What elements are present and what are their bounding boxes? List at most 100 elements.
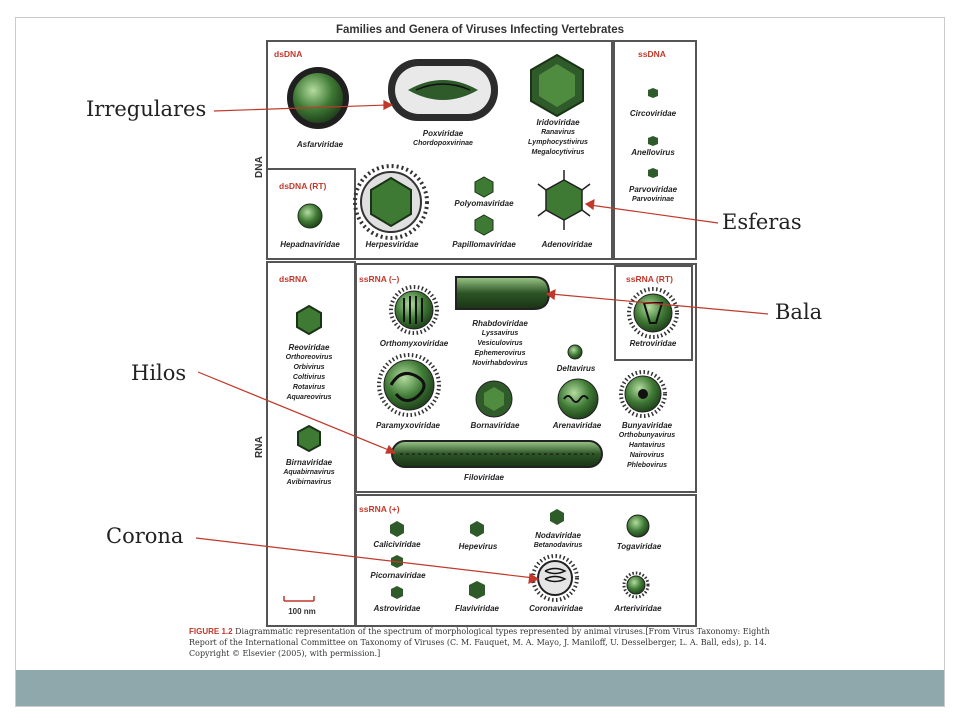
- bornaviridae-icon: [475, 380, 513, 418]
- label-poxviridae: Poxviridae: [422, 129, 464, 138]
- callout-corona: Corona: [106, 524, 184, 548]
- rhabdoviridae-icon: [455, 276, 551, 310]
- label-anellovirus: Anellovirus: [631, 148, 675, 157]
- label-bornaviridae: Bornaviridae: [470, 421, 520, 430]
- circoviridae-icon: [648, 88, 658, 98]
- label-hepadnaviridae: Hepadnaviridae: [280, 240, 340, 249]
- label-rhabdoviridae: Rhabdoviridae: [472, 319, 528, 328]
- arteriviridae-icon: [622, 571, 650, 599]
- panel-ssdna: [613, 40, 697, 260]
- label-nodaviridae-sub: Betanodavirus: [533, 542, 583, 549]
- label-rhabdoviridae-sub-3: Novirhabdovirus: [472, 360, 528, 367]
- label-parvoviridae-sub: Parvovirinae: [631, 196, 675, 203]
- retroviridae-icon: [627, 287, 679, 339]
- label-coronaviridae: Coronaviridae: [529, 604, 583, 613]
- astroviridae-icon: [391, 586, 403, 599]
- slide: Families and Genera of Viruses Infecting…: [15, 17, 945, 707]
- arenaviridae-icon: [557, 378, 599, 420]
- panel-label-ssrna-plus: ssRNA (+): [359, 504, 400, 514]
- label-astroviridae: Astroviridae: [373, 604, 421, 613]
- label-deltavirus: Deltavirus: [556, 364, 596, 373]
- label-asfarviridae: Asfarviridae: [296, 140, 344, 149]
- footer-bar: [16, 670, 944, 706]
- label-arteriviridae: Arteriviridae: [614, 604, 662, 613]
- panel-label-dsdna: dsDNA: [274, 49, 303, 59]
- callout-irregulares: Irregulares: [86, 97, 207, 121]
- label-parvoviridae: Parvoviridae: [628, 185, 678, 194]
- arrow-bala: [550, 293, 769, 315]
- reoviridae-icon: [296, 304, 322, 336]
- togaviridae-icon: [626, 514, 650, 538]
- label-birnaviridae-sub-0: Aquabirnavirus: [283, 469, 335, 476]
- arrow-corona: [195, 537, 535, 579]
- label-birnaviridae-sub-1: Avibirnavirus: [286, 479, 332, 486]
- panel-label-ssrna-rt: ssRNA (RT): [626, 274, 673, 284]
- label-poxviridae-sub: Chordopoxvirinae: [413, 140, 473, 147]
- label-flaviviridae: Flaviviridae: [454, 604, 500, 613]
- papillomaviridae-icon: [474, 214, 494, 236]
- hepevirus-icon: [470, 521, 484, 537]
- panel-label-dsdna-rt: dsDNA (RT): [279, 181, 327, 191]
- herpesviridae-icon: [353, 164, 429, 240]
- polyomaviridae-icon: [474, 176, 494, 198]
- label-rhabdoviridae-sub-2: Ephemerovirus: [474, 350, 526, 357]
- label-iridoviridae-sub-2: Megalocytivirus: [531, 149, 585, 156]
- orthomyxoviridae-icon: [389, 285, 439, 335]
- label-birnaviridae: Birnaviridae: [285, 458, 333, 467]
- scale-bar: [283, 596, 315, 602]
- label-iridoviridae-sub-0: Ranavirus: [541, 129, 575, 136]
- caliciviridae-icon: [390, 521, 404, 537]
- label-paramyxoviridae: Paramyxoviridae: [375, 421, 441, 430]
- label-adenoviridae: Adenoviridae: [541, 240, 593, 249]
- paramyxoviridae-icon: [377, 353, 441, 417]
- label-retroviridae: Retroviridae: [629, 339, 677, 348]
- label-bunyaviridae: Bunyaviridae: [621, 421, 673, 430]
- label-scale-bar: 100 nm: [288, 607, 316, 616]
- label-filoviridae: Filoviridae: [463, 473, 504, 482]
- label-hepevirus: Hepevirus: [458, 542, 498, 551]
- panel-label-dsrna: dsRNA: [279, 274, 308, 284]
- label-bunyaviridae-sub-1: Hantavirus: [628, 442, 666, 449]
- label-polyomaviridae: Polyomaviridae: [454, 199, 514, 208]
- poxviridae-icon: [388, 59, 498, 121]
- label-togaviridae: Togaviridae: [616, 542, 662, 551]
- label-papillomaviridae: Papillomaviridae: [452, 240, 516, 249]
- label-reoviridae-sub-0: Orthoreovirus: [285, 354, 333, 361]
- caption-text: Diagrammatic representation of the spect…: [189, 627, 770, 658]
- label-rhabdoviridae-sub-1: Vesiculovirus: [477, 340, 523, 347]
- callout-bala: Bala: [775, 300, 823, 324]
- label-reoviridae-sub-1: Orbivirus: [293, 364, 325, 371]
- anellovirus-icon: [648, 136, 658, 146]
- asfarviridae-icon: [287, 67, 349, 129]
- virus-drawings: [195, 53, 769, 602]
- deltavirus-icon: [567, 344, 583, 360]
- label-reoviridae-sub-4: Aquareovirus: [286, 394, 332, 401]
- figure-caption: FIGURE 1.2 Diagrammatic representation o…: [189, 626, 789, 659]
- flaviviridae-icon: [469, 581, 485, 599]
- parvoviridae-icon: [648, 168, 658, 178]
- label-orthomyxoviridae: Orthomyxoviridae: [379, 339, 449, 348]
- arrow-hilos: [197, 371, 392, 452]
- arrow-esferas: [589, 204, 719, 224]
- label-caliciviridae: Caliciviridae: [373, 540, 421, 549]
- panel-label-ssdna: ssDNA: [638, 49, 666, 59]
- caption-label: FIGURE 1.2: [189, 627, 233, 636]
- label-herpesviridae: Herpesviridae: [365, 240, 419, 249]
- filoviridae-icon: [391, 440, 603, 468]
- label-arenaviridae: Arenaviridae: [552, 421, 602, 430]
- figure-title: Families and Genera of Viruses Infecting…: [335, 24, 625, 36]
- bunyaviridae-icon: [619, 370, 667, 418]
- label-iridoviridae-sub-1: Lymphocystivirus: [528, 139, 588, 146]
- iridoviridae-icon: [530, 53, 584, 118]
- label-picornaviridae: Picornaviridae: [370, 571, 426, 580]
- birnaviridae-icon: [297, 424, 321, 453]
- label-bunyaviridae-sub-3: Phlebovirus: [626, 462, 668, 469]
- hepadnaviridae-icon: [297, 203, 323, 229]
- callout-hilos: Hilos: [131, 361, 187, 385]
- coronaviridae-icon: [531, 554, 579, 602]
- label-rhabdoviridae-sub-0: Lyssavirus: [481, 330, 519, 337]
- label-iridoviridae: Iridoviridae: [536, 118, 580, 127]
- callout-arrows: [195, 100, 769, 584]
- label-bunyaviridae-sub-2: Nairovirus: [629, 452, 665, 459]
- label-reoviridae-sub-3: Rotavirus: [292, 384, 326, 391]
